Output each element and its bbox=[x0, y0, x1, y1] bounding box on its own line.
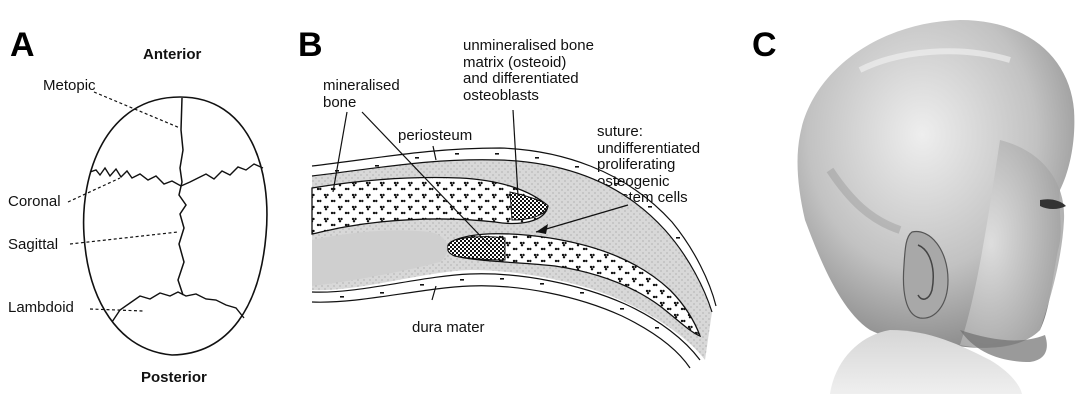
infant-head-photo bbox=[0, 0, 1077, 394]
